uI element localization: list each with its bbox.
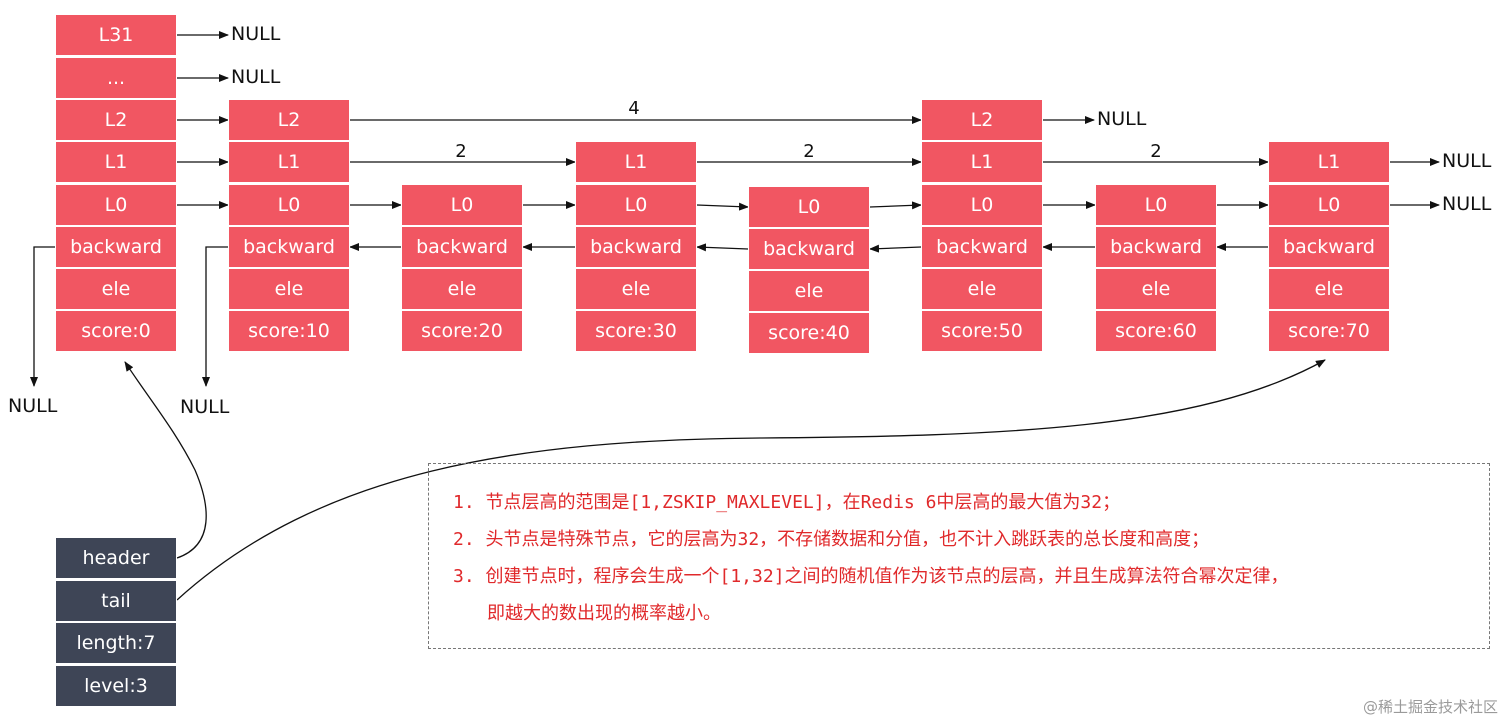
node-score-cell: score:70 <box>1268 310 1390 352</box>
forward-arrow <box>869 201 922 210</box>
null-label: NULL <box>1097 108 1147 130</box>
span-label: 2 <box>803 141 815 162</box>
node-level-cell: L0 <box>575 184 697 226</box>
node-score-cell: score:10 <box>228 310 350 352</box>
node-score-cell: score:20 <box>401 310 523 352</box>
note-line: 3. 创建节点时，程序会生成一个[1,32]之间的随机值作为该节点的层高，并且生… <box>453 566 1289 587</box>
node-score-cell: score:50 <box>921 310 1043 352</box>
backward-arrow <box>869 244 922 253</box>
node-backward-cell: backward <box>921 226 1043 268</box>
null-label: NULL <box>8 395 58 417</box>
watermark: @稀土掘金技术社区 <box>1362 698 1498 716</box>
node-level-cell: L1 <box>228 141 350 183</box>
null-label: NULL <box>231 23 281 45</box>
node-level-cell: L1 <box>921 141 1043 183</box>
backward-arrow <box>202 246 228 387</box>
node-ele-cell: ele <box>575 268 697 310</box>
note-line: 1. 节点层高的范围是[1,ZSKIP_MAXLEVEL]，在Redis 6中层… <box>453 492 1121 513</box>
node-ele-cell: ele <box>748 270 870 312</box>
list-length-cell: length:7 <box>55 622 177 664</box>
backward-arrow <box>696 243 749 252</box>
node-level-cell: L0 <box>1268 184 1390 226</box>
node-level-cell: L1 <box>1268 141 1390 183</box>
node-level-cell: L0 <box>401 184 523 226</box>
span-label: 4 <box>628 98 640 119</box>
header-level-cell: L0 <box>55 184 177 226</box>
notes-box: 1. 节点层高的范围是[1,ZSKIP_MAXLEVEL]，在Redis 6中层… <box>428 463 1490 649</box>
null-label: NULL <box>231 66 281 88</box>
header-level-cell: ... <box>55 57 177 99</box>
node-backward-cell: backward <box>575 226 697 268</box>
list-header-cell: header <box>55 537 177 579</box>
node-backward-cell: backward <box>748 228 870 270</box>
node-backward-cell: backward <box>1268 226 1390 268</box>
null-label: NULL <box>1442 150 1492 172</box>
header-backward-cell: backward <box>55 226 177 268</box>
node-backward-cell: backward <box>1095 226 1217 268</box>
node-backward-cell: backward <box>401 226 523 268</box>
null-label: NULL <box>1442 193 1492 215</box>
backward-arrow <box>30 246 55 387</box>
node-level-cell: L0 <box>748 186 870 228</box>
list-tail-cell: tail <box>55 580 177 622</box>
header-ele-cell: ele <box>55 268 177 310</box>
node-score-cell: score:30 <box>575 310 697 352</box>
node-score-cell: score:40 <box>748 312 870 354</box>
node-level-cell: L0 <box>228 184 350 226</box>
node-ele-cell: ele <box>228 268 350 310</box>
header-level-cell: L31 <box>55 14 177 56</box>
header-pointer-arrow <box>124 361 207 559</box>
span-label: 2 <box>1150 141 1162 162</box>
span-label: 2 <box>455 141 467 162</box>
null-label: NULL <box>180 396 230 418</box>
note-line: 即越大的数出现的概率越小。 <box>487 603 721 624</box>
node-score-cell: score:60 <box>1095 310 1217 352</box>
note-line: 2. 头节点是特殊节点，它的层高为32，不存储数据和分值，也不计入跳跃表的总长度… <box>453 529 1210 550</box>
node-backward-cell: backward <box>228 226 350 268</box>
forward-arrow <box>696 202 749 211</box>
list-level-cell: level:3 <box>55 665 177 707</box>
node-level-cell: L2 <box>921 99 1043 141</box>
tail-pointer-arrow <box>176 359 1326 601</box>
header-level-cell: L1 <box>55 141 177 183</box>
node-ele-cell: ele <box>401 268 523 310</box>
node-level-cell: L0 <box>1095 184 1217 226</box>
node-ele-cell: ele <box>921 268 1043 310</box>
node-level-cell: L2 <box>228 99 350 141</box>
node-ele-cell: ele <box>1095 268 1217 310</box>
header-level-cell: L2 <box>55 99 177 141</box>
node-ele-cell: ele <box>1268 268 1390 310</box>
header-score-cell: score:0 <box>55 310 177 352</box>
node-level-cell: L1 <box>575 141 697 183</box>
node-level-cell: L0 <box>921 184 1043 226</box>
